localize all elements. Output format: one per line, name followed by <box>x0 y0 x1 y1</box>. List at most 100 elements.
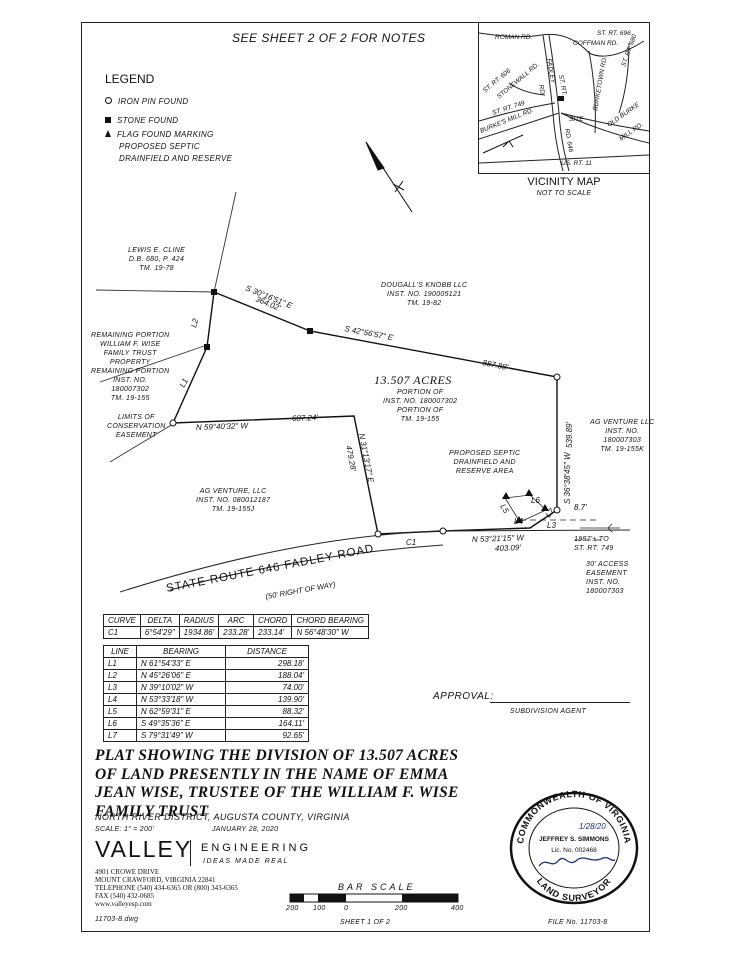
distance-539: 539.89' <box>565 422 574 448</box>
vm-us11: US. RT. 11 <box>561 160 592 167</box>
vicinity-map-title: VICINITY MAP <box>527 176 601 188</box>
flag-marker <box>502 492 510 499</box>
north-arrow-icon <box>365 141 413 213</box>
iron-pin-marker <box>374 530 382 538</box>
line-label-l4: L4 <box>514 517 523 526</box>
curve-table-header: CHORD BEARING <box>291 614 370 627</box>
plat-sheet <box>81 22 650 932</box>
plat-title: PLAT SHOWING THE DIVISION OF 13.507 ACRE… <box>95 747 459 820</box>
vm-strt: ST. RT. <box>557 74 568 96</box>
vm-fadley: FADLEY <box>545 58 556 84</box>
curve-table-header: RADIUS <box>178 614 220 627</box>
stone-marker <box>307 328 313 334</box>
road-centerline <box>119 529 631 593</box>
seal-date: 1/28/20 <box>579 822 606 831</box>
bearing-s42: S 42°56'57" E <box>344 324 395 342</box>
approval-label: APPROVAL: <box>433 691 494 702</box>
distance-687: 687.24' <box>292 413 319 423</box>
road-right-of-way: (50' RIGHT OF WAY) <box>265 580 337 601</box>
plat-date: JANUARY 28, 2020 <box>212 826 279 833</box>
table-row: C1 6°54'29" 1934.86' 233.28' 233.14' N 5… <box>103 626 370 639</box>
vicinity-map-subtitle: NOT TO SCALE <box>536 190 592 197</box>
legend-item-stone: STONE FOUND <box>105 110 178 128</box>
bearing-n59: N 59°40'32" W <box>196 421 250 432</box>
iron-pin-marker <box>553 373 561 381</box>
road-name: STATE ROUTE 646 FADLEY ROAD <box>165 543 375 595</box>
line-label-l2: L2 <box>189 317 200 328</box>
vm-rd646: RD. 646 <box>563 128 574 153</box>
line-label-l6: L6 <box>531 496 540 505</box>
curve-table-header: ARC <box>218 614 255 627</box>
sheet-notes-reference: SEE SHEET 2 OF 2 FOR NOTES <box>232 31 426 45</box>
bar-scale-tick: 400 <box>451 905 464 912</box>
site-marker-icon <box>558 96 564 101</box>
company-divider <box>190 840 191 866</box>
bar-scale-graphic <box>289 893 459 903</box>
acreage-title: 13.507 ACRES <box>374 373 452 387</box>
file-number: FILE No. 11703-8 <box>548 919 608 926</box>
flag-marker <box>525 489 533 496</box>
bar-scale-tick: 100 <box>313 905 326 912</box>
bearing-s36: S 36°38'45" W <box>563 451 572 504</box>
distance-479: 479.28' <box>344 445 358 473</box>
vm-roman: ROMAN RD. <box>495 34 532 41</box>
line-table-header: DISTANCE <box>225 645 309 658</box>
dimension-8-7: 8.7' <box>574 503 587 512</box>
vm-site: SITE <box>569 116 584 123</box>
flag-icon <box>105 130 111 137</box>
bar-scale-tick: 200 <box>286 905 299 912</box>
approval-signature-line[interactable] <box>490 702 630 703</box>
curve-table-header: CHORD <box>253 614 293 627</box>
company-name: VALLEY <box>95 836 193 862</box>
curve-label-c1: C1 <box>406 538 416 547</box>
cline-boundary-line <box>213 191 237 293</box>
distance-887: 887.88' <box>482 358 510 372</box>
bar-scale-title: BAR SCALE <box>338 882 416 892</box>
seal-surveyor-name: JEFFREY S. SIMMONS <box>539 836 610 843</box>
scale-note: SCALE: 1" = 200' <box>95 826 155 833</box>
approval-role: SUBDIVISION AGENT <box>510 708 587 715</box>
coffman-road-line <box>478 32 645 57</box>
iron-pin-icon <box>105 97 112 104</box>
drawing-file: 11703-8.dwg <box>95 916 139 923</box>
curve-table-header: CURVE <box>103 614 141 627</box>
company-website[interactable]: www.valleyesp.com <box>95 900 152 908</box>
vicinity-map-drawing: ROMAN RD. ST. RT. 696 COFFMAN RD. ST. RT… <box>478 30 650 172</box>
line-table-header: BEARING <box>136 645 226 658</box>
company-address: 4901 CROWE DRIVE MOUNT CRAWFORD, VIRGINI… <box>95 868 238 908</box>
company-division: ENGINEERING <box>201 842 312 854</box>
seal-license: Lic. No. 002468 <box>551 847 597 854</box>
bearing-n53: N 53°21'15" W <box>472 533 526 544</box>
stone-icon <box>105 117 111 123</box>
curve-table: CURVE DELTA RADIUS ARC CHORD CHORD BEARI… <box>103 614 370 639</box>
flag-marker <box>541 504 549 511</box>
distance-403: 403.09' <box>495 543 522 553</box>
stone-marker <box>211 289 217 295</box>
bearing-n31: N 31°13'17" E <box>357 433 375 484</box>
iron-pin-marker <box>553 506 561 514</box>
line-label-l3: L3 <box>547 521 556 530</box>
vicinity-map: ROMAN RD. ST. RT. 696 COFFMAN RD. ST. RT… <box>478 22 650 174</box>
sheet-number: SHEET 1 OF 2 <box>340 919 391 926</box>
vm-coffman: COFFMAN RD. <box>573 40 618 47</box>
surveyor-signature <box>538 856 616 867</box>
legend-title: LEGEND <box>105 72 155 86</box>
vm-rd: RD. <box>537 84 546 96</box>
vm-rt696: ST. RT. 696 <box>597 30 631 37</box>
